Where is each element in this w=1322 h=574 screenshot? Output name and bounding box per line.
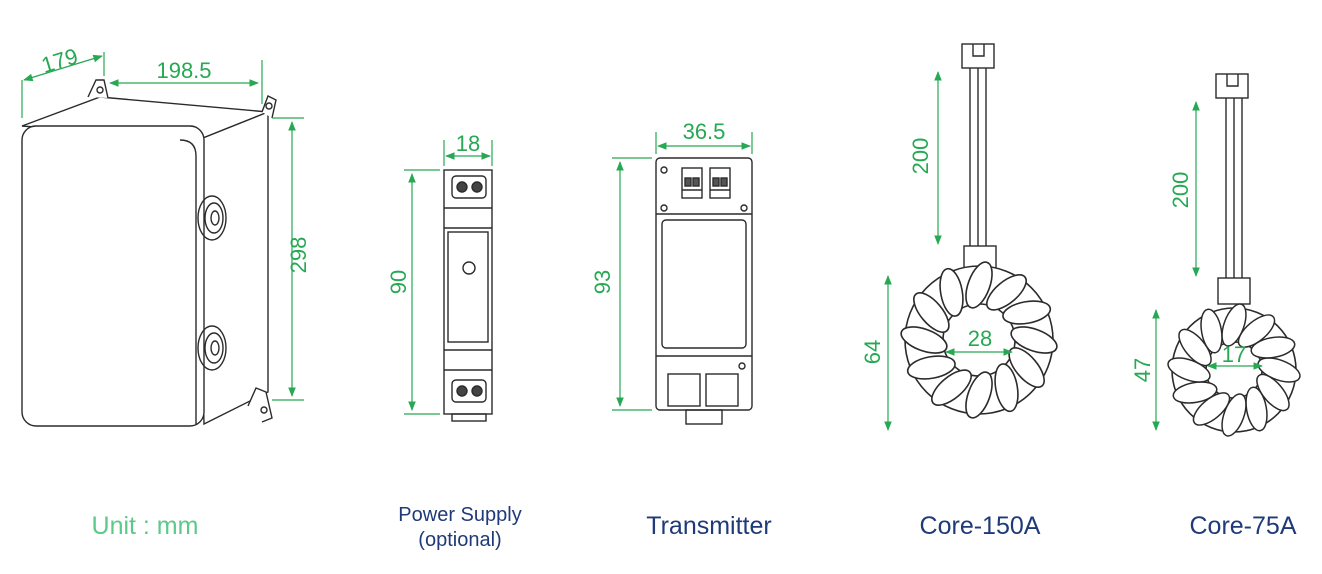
transmitter-width-label: 36.5	[683, 119, 726, 144]
enclosure-height-label: 298	[286, 237, 311, 274]
core-150a-inner-label: 28	[968, 326, 992, 351]
unit-label: Unit : mm	[91, 512, 199, 540]
power-supply-height-label: 90	[386, 270, 411, 294]
power-supply-dimensions	[404, 140, 493, 415]
winding-loop	[906, 355, 956, 380]
core-75a-winding	[1167, 303, 1301, 437]
winding-loop	[1256, 373, 1290, 412]
winding-loop	[913, 292, 950, 333]
winding-loop	[939, 267, 964, 317]
core-75a-dimensions	[1152, 101, 1263, 431]
core-150a-outer-label: 64	[860, 340, 885, 364]
winding-loop	[1250, 336, 1296, 359]
enclosure-drawing	[21, 79, 277, 427]
winding-loop	[1172, 381, 1218, 404]
transmitter-caption: Transmitter	[646, 512, 772, 540]
cable-gland-top	[197, 195, 227, 241]
winding-loop	[931, 369, 972, 406]
cable-gland-bottom	[197, 325, 227, 371]
winding-loop	[965, 261, 993, 309]
core-75a-inner-label: 17	[1222, 342, 1246, 367]
winding-loop	[1192, 392, 1231, 426]
power-supply-drawing	[443, 169, 493, 422]
terminal-block-right	[709, 167, 731, 199]
winding-loop	[1200, 308, 1223, 354]
power-supply-caption-line2: (optional)	[418, 529, 502, 551]
power-supply-width-label: 18	[456, 131, 480, 156]
core-150a-winding	[900, 261, 1058, 419]
winding-loop	[986, 274, 1027, 311]
enclosure-width-label: 198.5	[156, 58, 211, 83]
core-150a-lead-label: 200	[908, 138, 933, 175]
core-150a-caption: Core-150A	[919, 512, 1041, 540]
enclosure-dimensions	[21, 52, 304, 401]
core-150a-dimensions	[884, 71, 1013, 431]
core-75a-outer-label: 47	[1130, 358, 1155, 382]
power-supply-caption-line1: Power Supply	[398, 504, 522, 526]
transmitter-dimensions	[612, 132, 753, 411]
winding-loop	[1245, 386, 1268, 432]
core-75a-lead-label: 200	[1168, 172, 1193, 209]
transmitter-drawing	[655, 157, 753, 425]
winding-loop	[1237, 314, 1276, 348]
winding-loop	[1010, 326, 1058, 354]
transmitter-height-label: 93	[590, 270, 615, 294]
winding-loop	[965, 371, 993, 419]
power-supply-caption: Power Supply (optional)	[376, 503, 544, 553]
terminal-block-left	[681, 167, 703, 199]
core-75a-caption: Core-75A	[1189, 512, 1297, 540]
winding-loop	[1002, 300, 1052, 325]
winding-loop	[994, 363, 1019, 413]
enclosure-depth-label: 179	[38, 43, 80, 78]
